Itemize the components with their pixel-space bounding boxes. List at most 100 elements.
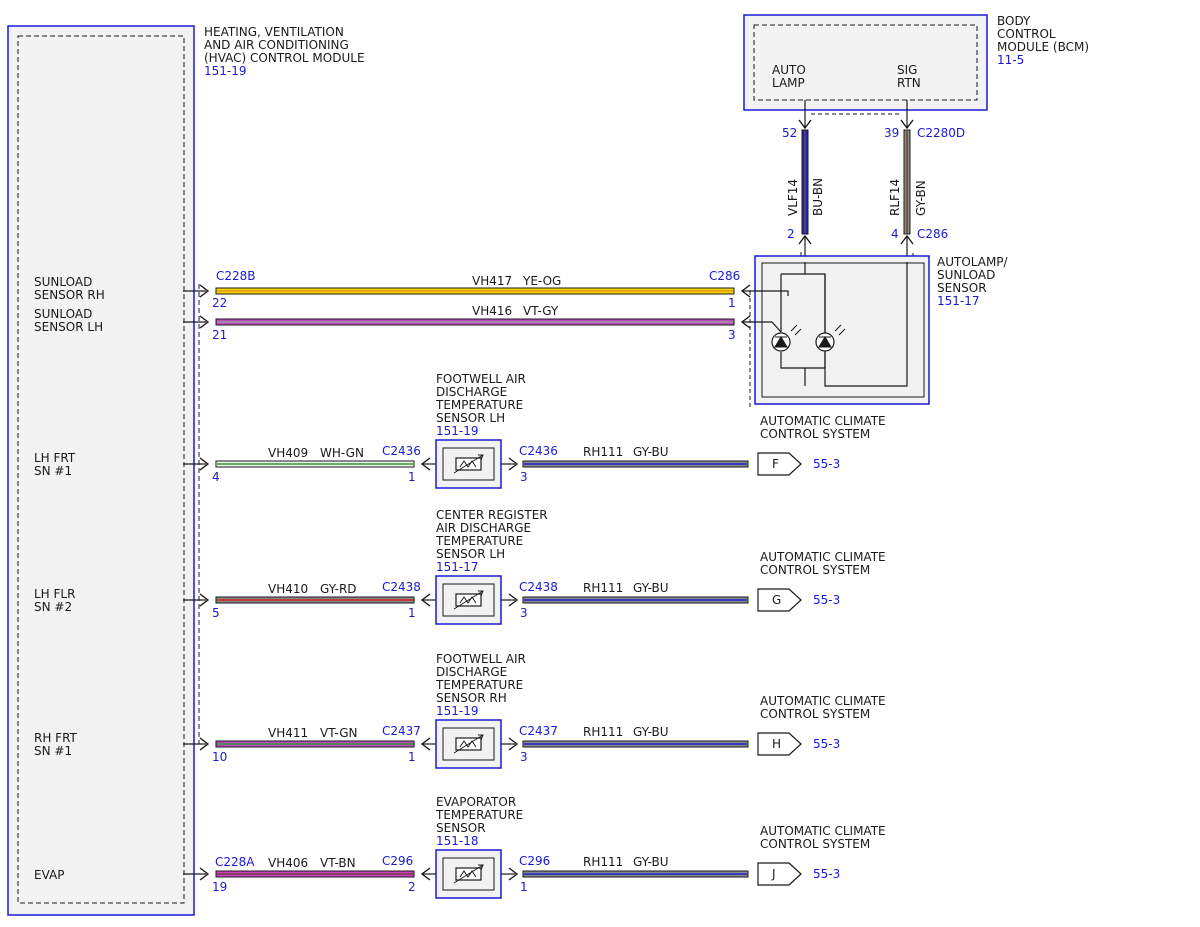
sensor-pin-left: 1: [408, 470, 416, 484]
pin-arrow: [508, 737, 519, 751]
sensor-inner: [442, 727, 495, 761]
destination-title: AUTOMATIC CLIMATE: [760, 824, 886, 838]
sensor-pin-right: 3: [520, 470, 528, 484]
sensor-title: DISCHARGE: [436, 665, 507, 679]
bcm-pin-sig: SIG: [897, 63, 917, 77]
circuit-vh417: VH417: [472, 274, 512, 288]
destination-connector: [757, 588, 802, 612]
bcm-wire-right: [900, 100, 914, 262]
destination-ref: 55-3: [813, 867, 840, 881]
destination-ref: 55-3: [813, 737, 840, 751]
hvac-pin-number: 5: [212, 606, 220, 620]
circuit-label: RH111: [583, 445, 623, 459]
hvac-title: HEATING, VENTILATION AND AIR CONDITIONIN…: [204, 25, 365, 78]
bcm-pin-52: 52: [782, 126, 797, 140]
bcm-pin-39: 39: [884, 126, 899, 140]
destination-connector: [757, 452, 802, 476]
sensor-title: TEMPERATURE: [435, 808, 523, 822]
sensor-inner: [442, 583, 495, 617]
pin-arrow: [199, 593, 210, 607]
hvac-ref: 151-19: [204, 64, 247, 78]
destination-title: AUTOMATIC CLIMATE: [760, 550, 886, 564]
destination-ref: 55-3: [813, 593, 840, 607]
hvac-pin-21: 21: [212, 328, 227, 342]
hvac-pin-number: 10: [212, 750, 227, 764]
thermistor-zigzag-icon: [459, 870, 477, 878]
sensor-title: DISCHARGE: [436, 385, 507, 399]
bcm-title-line-3: MODULE (BCM): [997, 40, 1089, 54]
pin-arrow: [508, 867, 519, 881]
sensor-ref: 151-18: [436, 834, 479, 848]
pin-arrow: [199, 457, 210, 471]
destination-title: CONTROL SYSTEM: [760, 707, 870, 721]
hvac-pin-label: SENSOR RH: [34, 288, 105, 302]
destination-title: AUTOMATIC CLIMATE: [760, 414, 886, 428]
sensor-pin-right: 1: [520, 880, 528, 894]
thermistor-arrow-icon: [453, 734, 484, 754]
sensor-title: TEMPERATURE: [435, 534, 523, 548]
hvac-pin-labels: SUNLOAD SENSOR RH SUNLOAD SENSOR LH LH F…: [34, 275, 105, 882]
autolamp-title-line-3: SENSOR: [937, 281, 987, 295]
circuit-label: RH111: [583, 581, 623, 595]
bcm-pin-auto: AUTO: [772, 63, 806, 77]
sensor-ref: 151-17: [436, 560, 479, 574]
sunload-wire-rh: [183, 284, 760, 298]
color-ye-og: YE-OG: [522, 274, 561, 288]
destination-title: CONTROL SYSTEM: [760, 563, 870, 577]
hvac-pin-label: SN #2: [34, 600, 72, 614]
hvac-title-line-3: (HVAC) CONTROL MODULE: [204, 51, 365, 65]
sensor-connector-left: C2437: [382, 724, 421, 738]
wire-color-label: GY-RD: [320, 582, 357, 596]
sensor-connector-right: C296: [519, 854, 550, 868]
hvac-pin-label: LH FRT: [34, 451, 76, 465]
destination-letter: F: [772, 457, 779, 471]
sensor-title: EVAPORATOR: [436, 795, 516, 809]
hvac-pin-number: 19: [212, 880, 227, 894]
connector-c286: C286: [709, 269, 740, 283]
sensor-pin-4: 4: [891, 227, 899, 241]
destination-title: CONTROL SYSTEM: [760, 427, 870, 441]
thermistor-arrow-icon: [453, 864, 484, 884]
autolamp-title-line-2: SUNLOAD: [937, 268, 995, 282]
circuit-label: VH410: [268, 582, 308, 596]
pin-arrow: [508, 457, 519, 471]
bcm-module: [743, 14, 988, 111]
wire-color-label: WH-GN: [320, 446, 364, 460]
sensor-connector-left: C2436: [382, 444, 421, 458]
wire-color-label: VT-GN: [320, 726, 357, 740]
sensor-connector-left: C2438: [382, 580, 421, 594]
hvac-pin-label: LH FLR: [34, 587, 75, 601]
bcm-connector-dash: [800, 113, 914, 259]
hvac-pin-label: SUNLOAD: [34, 275, 92, 289]
autolamp-ref: 151-17: [937, 294, 980, 308]
sensor-pin-right: 3: [520, 750, 528, 764]
destination-letter: G: [772, 593, 781, 607]
sensor-pin-right: 3: [520, 606, 528, 620]
bcm-title: BODY CONTROL MODULE (BCM) 11-5: [997, 14, 1089, 67]
autolamp-title: AUTOLAMP/ SUNLOAD SENSOR 151-17: [937, 255, 1009, 308]
thermistor-arrow-icon: [453, 590, 484, 610]
hvac-pin-label: SN #1: [34, 744, 72, 758]
circuit-rlf14: RLF14: [888, 179, 902, 216]
sensor-inner: [442, 857, 495, 891]
bcm-ref: 11-5: [997, 53, 1024, 67]
sensor-title: FOOTWELL AIR: [436, 372, 526, 386]
sensor-connector-right: C2437: [519, 724, 558, 738]
wire-color-label: GY-BU: [633, 445, 669, 459]
pin-arrow: [420, 593, 431, 607]
hvac-pin-label: SN #1: [34, 464, 72, 478]
wire-color-label: VT-BN: [320, 856, 356, 870]
pin-arrow: [420, 867, 431, 881]
sensor-pin-2: 2: [787, 227, 795, 241]
circuit-label: RH111: [583, 855, 623, 869]
destination-connector: [757, 862, 802, 886]
circuit-label: VH406: [268, 856, 308, 870]
hvac-title-line-2: AND AIR CONDITIONING: [204, 38, 349, 52]
bcm-title-line-1: BODY: [997, 14, 1031, 28]
autolamp-title-line-1: AUTOLAMP/: [937, 255, 1009, 269]
sensor-ref: 151-19: [436, 424, 479, 438]
circuit-label: VH409: [268, 446, 308, 460]
sensor-connector-right: C2436: [519, 444, 558, 458]
wire-color-label: GY-BU: [633, 581, 669, 595]
